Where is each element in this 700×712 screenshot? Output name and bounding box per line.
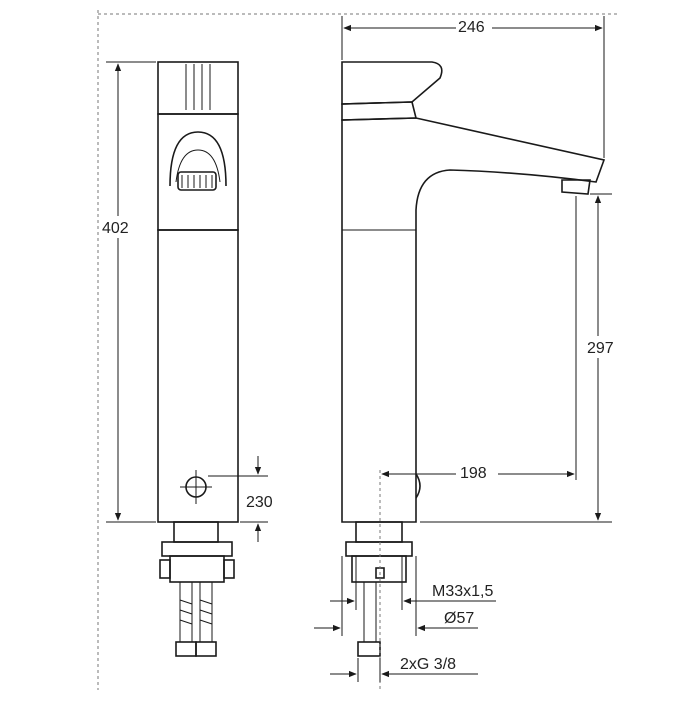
front-hose-fitting-right: [195, 641, 217, 657]
side-mounting-nut: [345, 541, 413, 557]
side-hose-fitting: [357, 641, 381, 657]
front-mounting-nut: [161, 541, 233, 557]
dimension-base-diameter: Ø57: [314, 556, 478, 636]
front-base-neck: [173, 521, 219, 543]
side-spout-outlet: [561, 179, 591, 195]
dimension-connections: 2xG 3/8: [330, 656, 478, 682]
dimension-spout-height: 297: [420, 193, 626, 523]
side-base-neck: [355, 521, 403, 543]
label-spout-reach: 198: [460, 465, 487, 482]
label-base-diameter: Ø57: [444, 610, 474, 627]
drawing-frame: [97, 10, 620, 690]
front-hose-fitting-left: [175, 641, 197, 657]
label-connections: 2xG 3/8: [400, 656, 456, 673]
label-spout-height: 297: [587, 340, 614, 357]
front-spout-inner: [175, 149, 221, 183]
dimension-height-total: 402: [100, 61, 156, 523]
side-body-spout: [341, 117, 606, 523]
label-thread: M33x1,5: [432, 583, 493, 600]
side-handle-lever: [341, 61, 443, 105]
side-mounting-plate: [351, 555, 407, 583]
front-nut-right: [223, 559, 235, 579]
front-handle-cap: [157, 61, 239, 115]
dimension-thread: M33x1,5: [330, 556, 496, 610]
front-lower-body: [157, 229, 239, 523]
label-overall-width: 246: [458, 19, 485, 36]
front-view: [157, 61, 239, 657]
side-handle-collar: [341, 101, 418, 121]
side-hose: [363, 581, 377, 643]
front-nut-left: [159, 559, 171, 579]
front-spout-arch: [169, 131, 227, 187]
dimension-spout-reach: 198: [381, 196, 577, 482]
front-aerator: [177, 171, 217, 191]
dimension-overall-width: 246: [341, 16, 605, 158]
label-control-height: 230: [246, 494, 273, 511]
front-mounting-plate: [169, 555, 225, 583]
side-view: [341, 61, 606, 690]
front-handle-grip: [185, 64, 211, 110]
dimension-control-height: 230: [208, 456, 273, 542]
label-height-total: 402: [102, 220, 129, 237]
